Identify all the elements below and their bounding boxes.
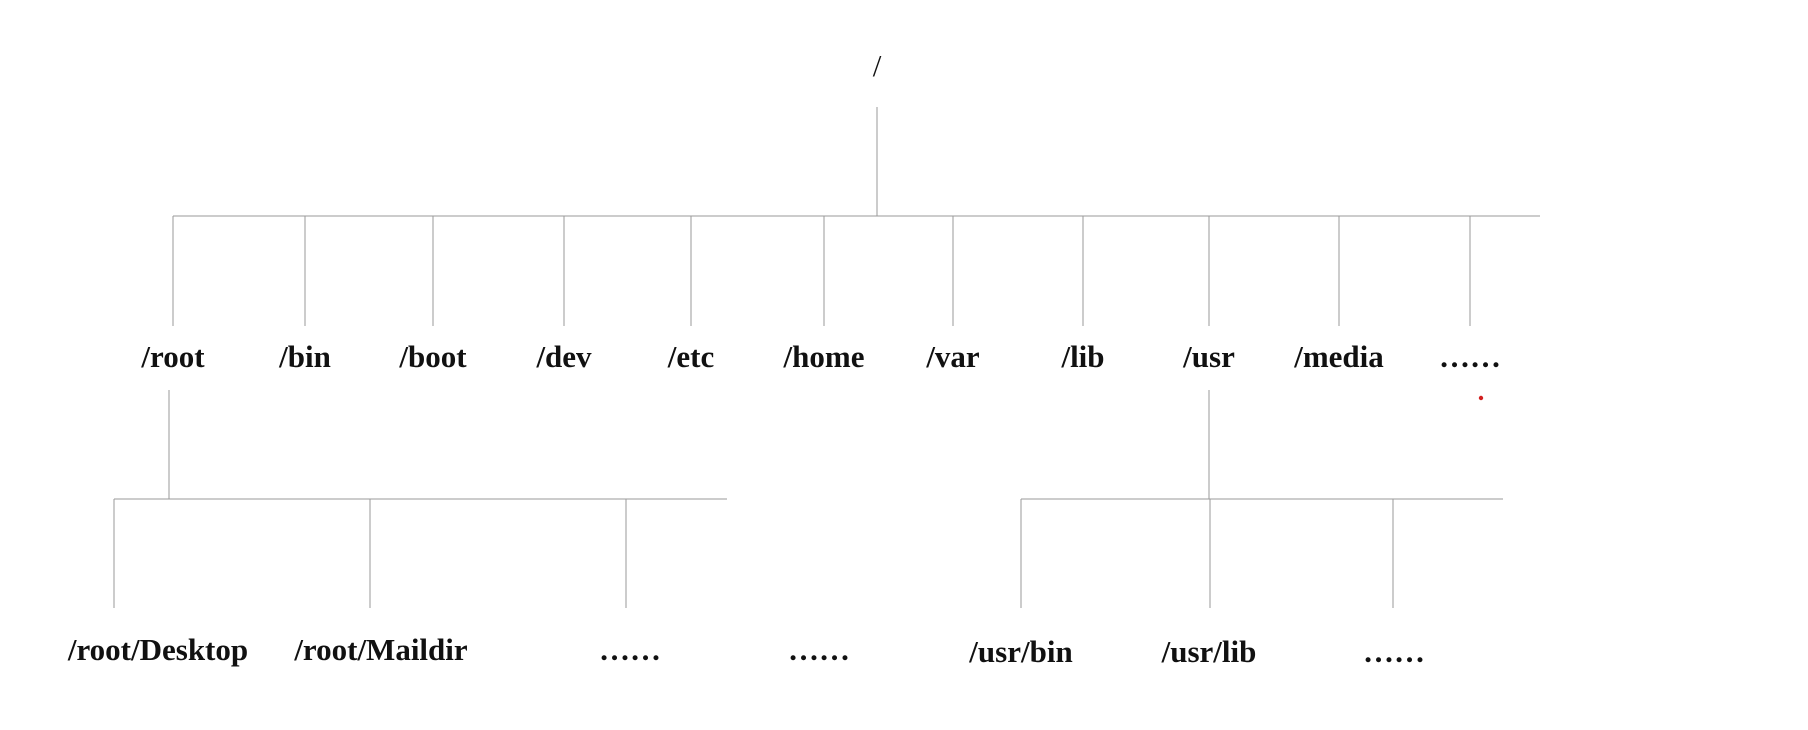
tree-connectors [113, 107, 1540, 608]
tree-node-labels: / /root/bin/boot/dev/etc/home/var/lib/usr… [67, 48, 1501, 669]
node-label-level1-6: /var [925, 339, 980, 374]
node-label-root-child-2: …… [599, 632, 661, 667]
node-label-level1-3: /dev [535, 339, 592, 374]
node-label-level1-2: /boot [398, 339, 467, 374]
node-label-usr-child-1: /usr/lib [1161, 634, 1257, 669]
node-label-level1-9: /media [1293, 339, 1384, 374]
stray-red-dot [1478, 395, 1484, 401]
node-label-level1-1: /bin [278, 339, 331, 374]
node-label-root-child-1: /root/Maildir [293, 632, 468, 667]
node-label-root-child-3: …… [788, 632, 850, 667]
node-label-level1-10: …… [1439, 339, 1501, 374]
node-label-root-child-0: /root/Desktop [67, 632, 248, 667]
node-label-level1-7: /lib [1060, 339, 1104, 374]
node-label-level1-0: /root [140, 339, 205, 374]
node-label-level1-8: /usr [1182, 339, 1235, 374]
node-label-usr-child-2: …… [1363, 634, 1425, 669]
node-label-usr-child-0: /usr/bin [968, 634, 1072, 669]
node-label-level1-5: /home [783, 339, 865, 374]
node-label-level1-4: /etc [667, 339, 714, 374]
root-node-label: / [873, 48, 882, 83]
